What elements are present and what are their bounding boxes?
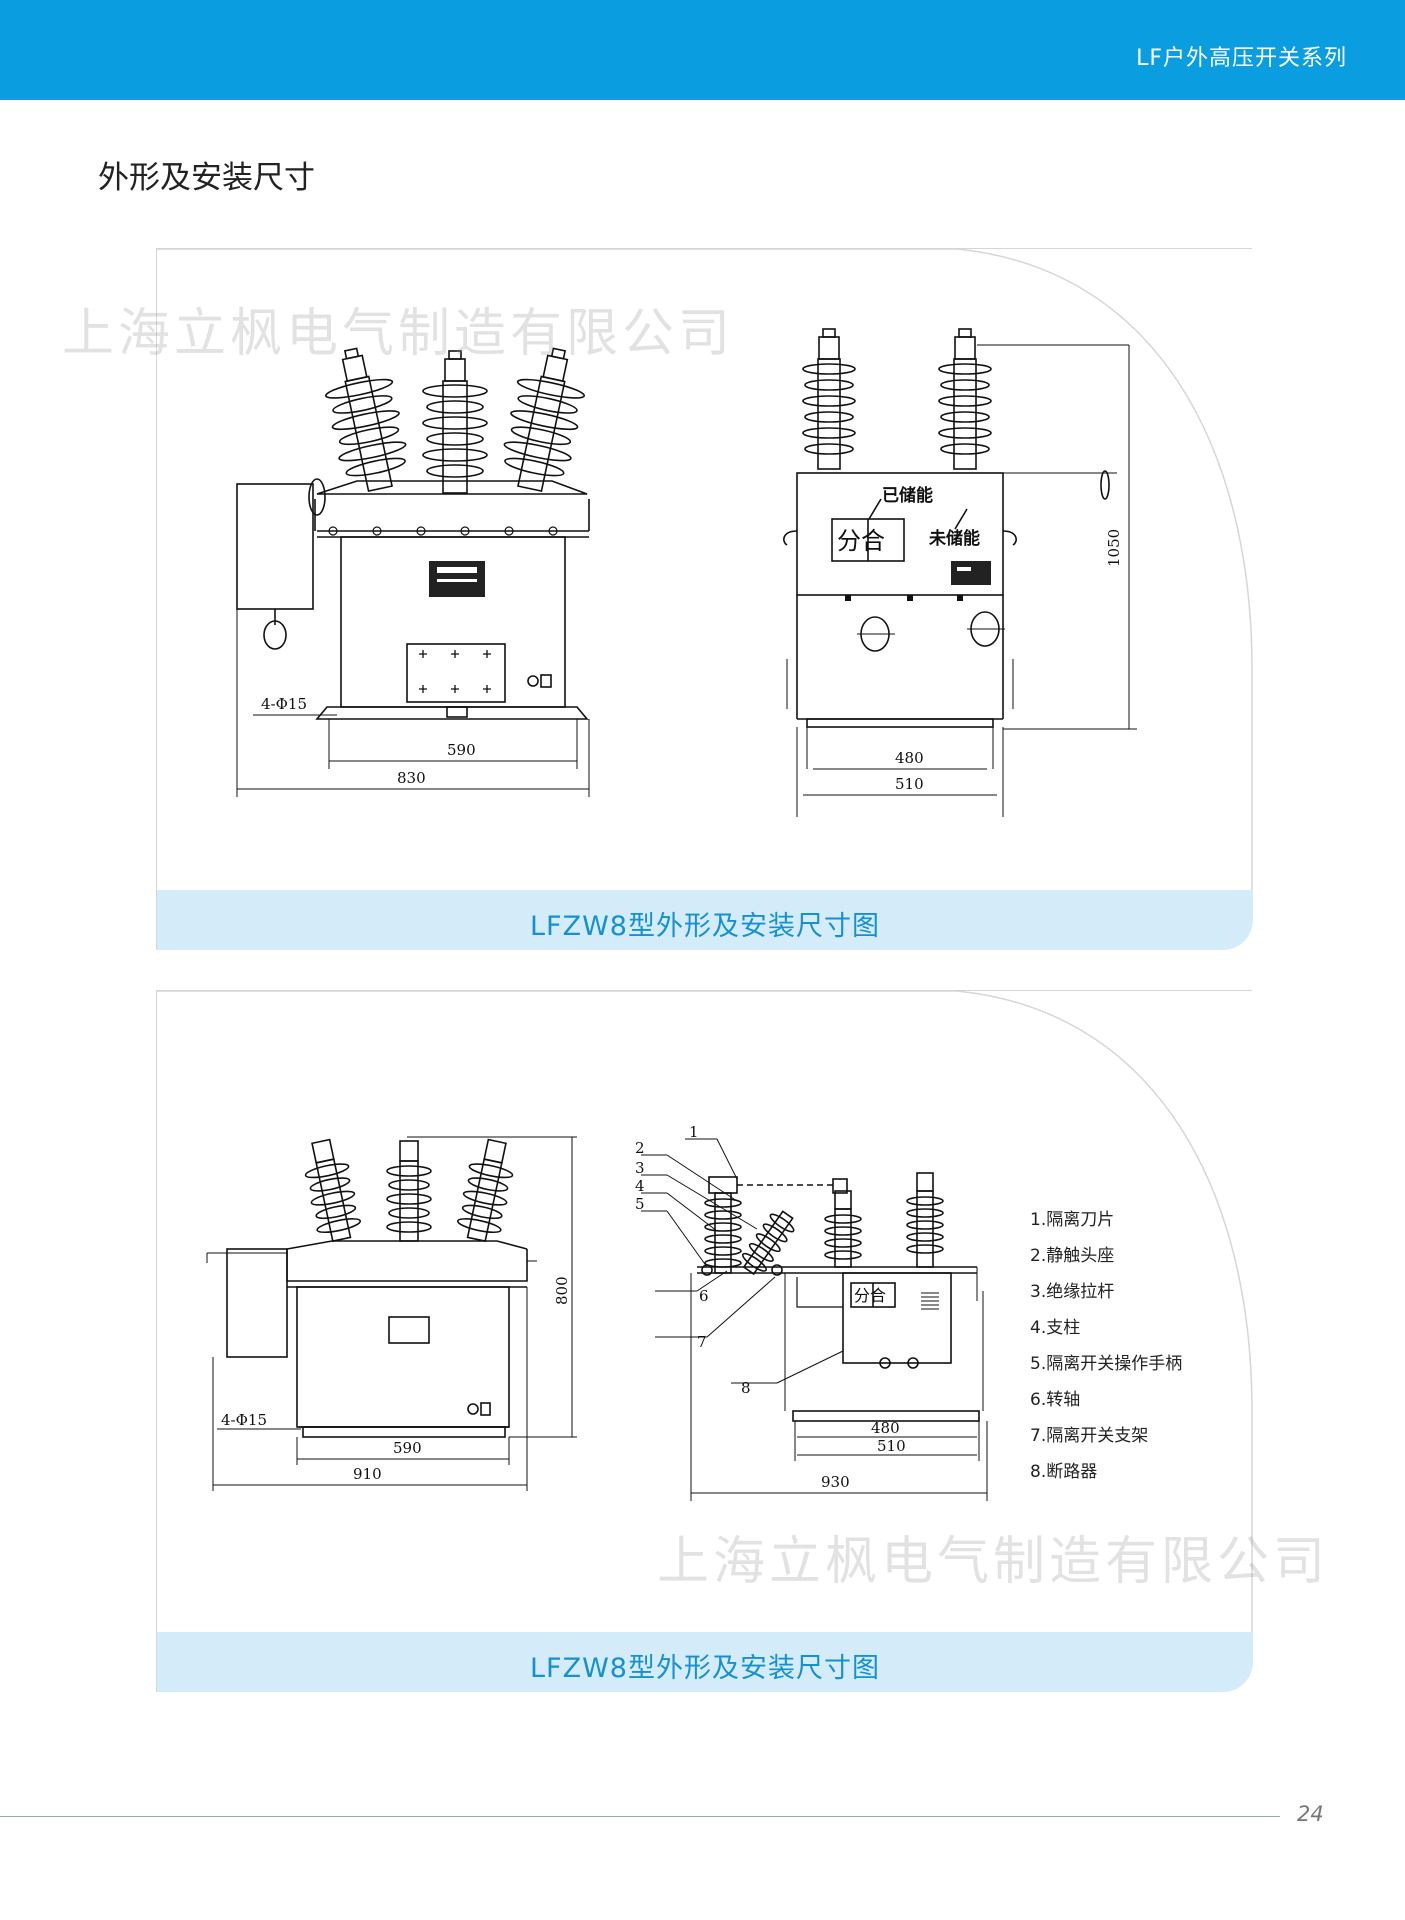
footer-divider — [0, 1816, 1280, 1817]
legend-item-4: 4.支柱 — [1030, 1318, 1080, 1338]
lfzw8-drawing-1: 4-Φ15 590 830 — [236, 328, 1137, 817]
lfzw8-drawing-2: 4-Φ15 590 910 800 — [206, 1123, 1182, 1501]
mount-hole-label-2: 4-Φ15 — [221, 1411, 267, 1429]
legend-item-1: 1.隔离刀片 — [1030, 1210, 1114, 1230]
caption-1: LFZW8型外形及安装尺寸图 — [530, 911, 880, 942]
parts-legend: 1.隔离刀片 2.静触头座 3.绝缘拉杆 4.支柱 5.隔离开关操作手柄 6.转… — [1030, 1210, 1182, 1482]
dim-510-a: 510 — [895, 775, 924, 793]
legend-item-5: 5.隔离开关操作手柄 — [1030, 1354, 1182, 1374]
callout-1: 1 — [689, 1123, 699, 1141]
legend-item-3: 3.绝缘拉杆 — [1030, 1282, 1114, 1302]
page-number: 24 — [1297, 1802, 1324, 1826]
callout-7: 7 — [697, 1333, 707, 1351]
legend-item-2: 2.静触头座 — [1030, 1246, 1114, 1266]
insulator-right — [503, 347, 586, 492]
side-view-1: 分合 已储能 未储能 — [783, 328, 1137, 817]
callout-6: 6 — [699, 1287, 709, 1305]
front-view-1: 4-Φ15 590 830 — [236, 347, 590, 797]
mount-hole-label-1: 4-Φ15 — [261, 695, 307, 713]
dim-800: 800 — [553, 1276, 571, 1305]
dim-510-b: 510 — [877, 1437, 906, 1455]
legend-item-8: 8.断路器 — [1030, 1462, 1097, 1482]
header-bar: LF户外高压开关系列 — [0, 0, 1405, 100]
callout-3: 3 — [635, 1159, 645, 1177]
legend-item-7: 7.隔离开关支架 — [1030, 1426, 1148, 1446]
callout-8: 8 — [741, 1379, 751, 1397]
panel-border-curve — [157, 249, 1253, 891]
open-close-indicator-1: 分合 — [837, 527, 885, 555]
callout-5: 5 — [635, 1195, 645, 1213]
unstored-energy-label: 未储能 — [928, 528, 980, 549]
dim-480-a: 480 — [895, 749, 924, 767]
series-title: LF户外高压开关系列 — [1136, 46, 1347, 71]
side-view-2: 分合 1 2 3 — [635, 1123, 988, 1501]
watermark-bottom: 上海立枫电气制造有限公司 — [657, 1532, 1330, 1592]
caption-band-2: LFZW8型外形及安装尺寸图 — [157, 1632, 1253, 1692]
stored-energy-label: 已储能 — [882, 485, 933, 506]
dim-480-b: 480 — [871, 1419, 900, 1437]
open-close-indicator-2: 分合 — [854, 1286, 886, 1305]
caption-2: LFZW8型外形及安装尺寸图 — [530, 1653, 880, 1684]
drawing-panel-1: 4-Φ15 590 830 — [62, 248, 1253, 950]
dim-590-a: 590 — [447, 741, 476, 759]
section-title: 外形及安装尺寸 — [98, 160, 315, 196]
watermark-top: 上海立枫电气制造有限公司 — [62, 304, 735, 364]
dim-910: 910 — [353, 1465, 382, 1483]
dim-930: 930 — [821, 1473, 850, 1491]
dim-1050: 1050 — [1105, 529, 1123, 567]
dim-830: 830 — [397, 769, 426, 787]
legend-item-6: 6.转轴 — [1030, 1390, 1080, 1410]
drawing-panel-2: 4-Φ15 590 910 800 — [156, 990, 1325, 1692]
callout-4: 4 — [635, 1177, 645, 1195]
caption-band-1: LFZW8型外形及安装尺寸图 — [157, 890, 1253, 950]
front-view-2: 4-Φ15 590 910 800 — [206, 1136, 577, 1491]
side-insulator-left — [802, 328, 856, 470]
dim-590-b: 590 — [393, 1439, 422, 1457]
side-insulator-right — [938, 328, 992, 470]
insulator-middle — [422, 350, 488, 494]
callout-2: 2 — [635, 1139, 645, 1157]
insulator-left — [324, 347, 407, 492]
panel-border-curve-2 — [157, 991, 1253, 1633]
